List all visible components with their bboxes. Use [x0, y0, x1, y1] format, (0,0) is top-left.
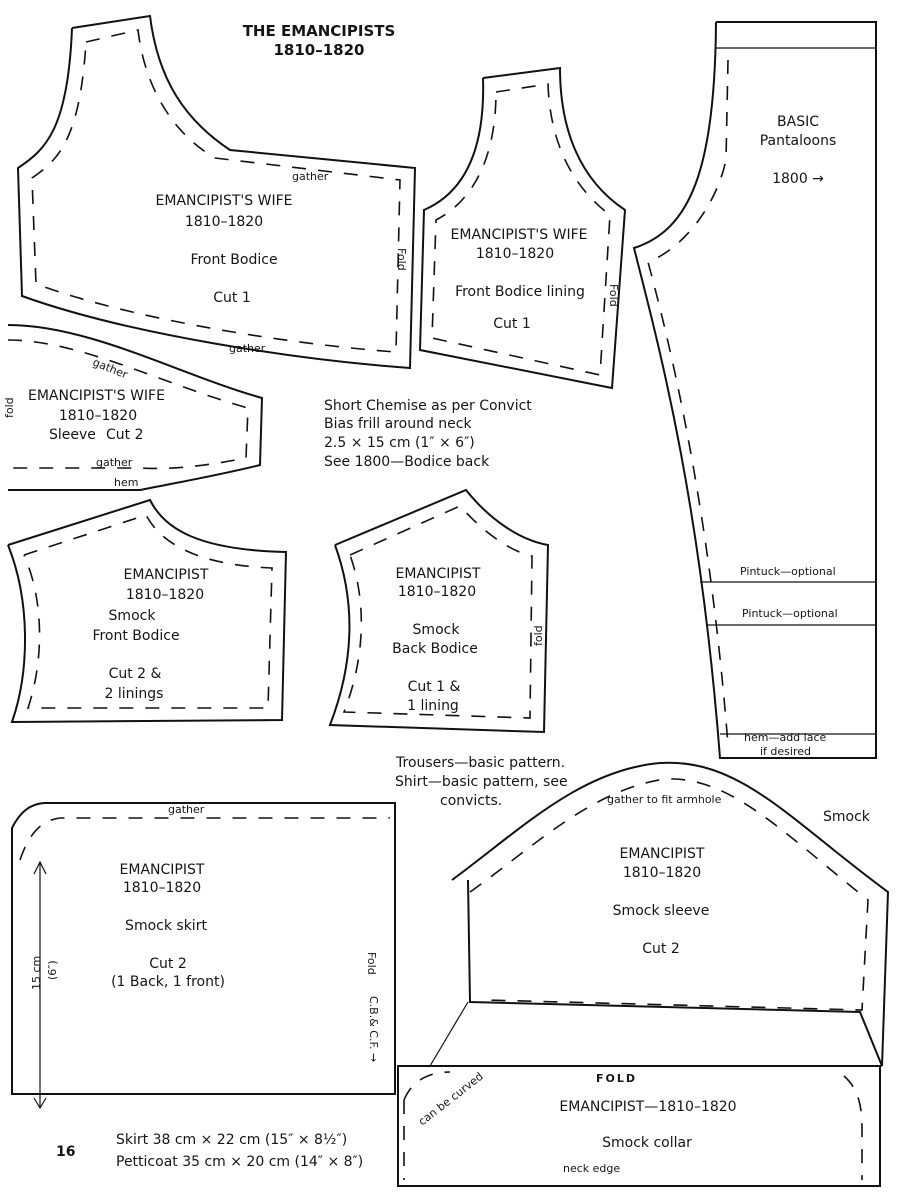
skirt-measure-2: (6″) [46, 960, 59, 980]
skirt-note: Skirt 38 cm × 22 cm (15″ × 8½″) [116, 1132, 348, 1148]
smock-front-years: 1810–1820 [125, 587, 205, 603]
smock-sleeve-title: EMANCIPIST [619, 846, 705, 862]
smock-front-outline [7, 498, 288, 724]
wife-sleeve-outline [7, 324, 264, 491]
skirt-name: Smock skirt [125, 918, 207, 934]
petticoat-note: Petticoat 35 cm × 20 cm (14″ × 8″) [116, 1154, 364, 1170]
pintuck-2: Pintuck—optional [742, 607, 838, 620]
smock-back-name2: Back Bodice [392, 641, 478, 657]
skirt-fold: Fold [365, 952, 378, 975]
smock-back-fold: fold [532, 625, 545, 646]
sleeve-fold: fold [3, 397, 16, 418]
smock-back-outline [328, 488, 550, 734]
pantaloons-title2: Pantaloons [759, 133, 837, 149]
front-bodice-name: Front Bodice [190, 252, 278, 268]
sleeve-hem: hem [114, 476, 139, 489]
collar-name: Smock collar [602, 1135, 692, 1151]
skirt-cbcf: C.B.& C.F. → [367, 996, 380, 1063]
front-bodice-fold: Fold [395, 248, 408, 271]
pantaloons-title1: BASIC [777, 114, 819, 130]
skirt-title: EMANCIPIST [119, 862, 205, 878]
smock-back-years: 1810–1820 [397, 584, 477, 600]
pintuck-1: Pintuck—optional [740, 565, 836, 578]
smock-back-cut1: Cut 1 & [407, 679, 461, 695]
skirt-measure-1: 15 cm [30, 955, 43, 990]
front-bodice-lining-outline [418, 66, 627, 390]
front-bodice-top-gather: gather [292, 170, 329, 183]
smock-front-cut1: Cut 2 & [108, 666, 162, 682]
lining-years: 1810–1820 [475, 246, 555, 262]
smock-sleeve-gather: gather to fit armhole [607, 793, 722, 806]
page-number: 16 [56, 1144, 76, 1160]
trousers-note-2: Shirt—basic pattern, see [395, 774, 568, 790]
skirt-cut1: Cut 2 [149, 956, 187, 972]
skirt-gather: gather [168, 803, 205, 816]
smock-skirt-outline [11, 802, 396, 1110]
chemise-note-2: Bias frill around neck [324, 416, 472, 432]
lining-title: EMANCIPIST'S WIFE [450, 227, 588, 243]
sleeve-years: 1810–1820 [58, 408, 138, 424]
sleeve-cut: Cut 2 [106, 427, 144, 443]
smock-back-cut2: 1 lining [407, 698, 459, 714]
smock-sleeve-cut: Cut 2 [642, 941, 680, 957]
front-bodice-years: 1810–1820 [184, 214, 264, 230]
chemise-note-3: 2.5 × 15 cm (1″ × 6″) [324, 435, 475, 451]
front-bodice-title: EMANCIPIST'S WIFE [155, 193, 293, 209]
lining-fold: Fold [607, 284, 620, 307]
sleeve-title: EMANCIPIST'S WIFE [28, 388, 165, 404]
pantaloons-outline [632, 21, 877, 759]
sleeve-name: Sleeve [49, 427, 96, 443]
lining-name: Front Bodice lining [455, 284, 585, 300]
chemise-note-4: See 1800—Bodice back [324, 454, 490, 470]
smock-front-name2: Front Bodice [92, 628, 180, 644]
sheet-years: 1810–1820 [273, 41, 365, 59]
smock-front-cut2: 2 linings [104, 686, 164, 702]
smock-back-name1: Smock [412, 622, 460, 638]
smock-label: Smock [823, 809, 870, 825]
collar-title: EMANCIPIST—1810–1820 [559, 1099, 737, 1115]
skirt-cut2: (1 Back, 1 front) [111, 974, 225, 990]
front-bodice-bottom-gather: gather [229, 342, 266, 355]
smock-front-title: EMANCIPIST [123, 567, 209, 583]
front-bodice-outline [16, 14, 417, 370]
front-bodice-cut: Cut 1 [213, 290, 251, 306]
lining-cut: Cut 1 [493, 316, 531, 332]
trousers-note-1: Trousers—basic pattern. [396, 755, 566, 771]
collar-fold: FOLD [596, 1072, 638, 1085]
smock-sleeve-years: 1810–1820 [622, 865, 702, 881]
trousers-note-3: convicts. [440, 793, 503, 809]
pantaloons-hem2: if desired [760, 745, 811, 758]
smock-front-name1: Smock [108, 608, 156, 624]
pantaloons-hem1: hem—add lace [744, 731, 827, 744]
sheet-title: THE EMANCIPISTS [242, 22, 396, 40]
sleeve-bottom-gather: gather [96, 456, 133, 469]
smock-sleeve-name: Smock sleeve [612, 903, 710, 919]
pantaloons-year: 1800 → [772, 171, 824, 187]
chemise-note-1: Short Chemise as per Convict [324, 398, 532, 414]
collar-neck-edge: neck edge [563, 1162, 621, 1175]
skirt-years: 1810–1820 [122, 880, 202, 896]
smock-collar-outline [397, 1065, 881, 1187]
smock-back-title: EMANCIPIST [395, 566, 481, 582]
